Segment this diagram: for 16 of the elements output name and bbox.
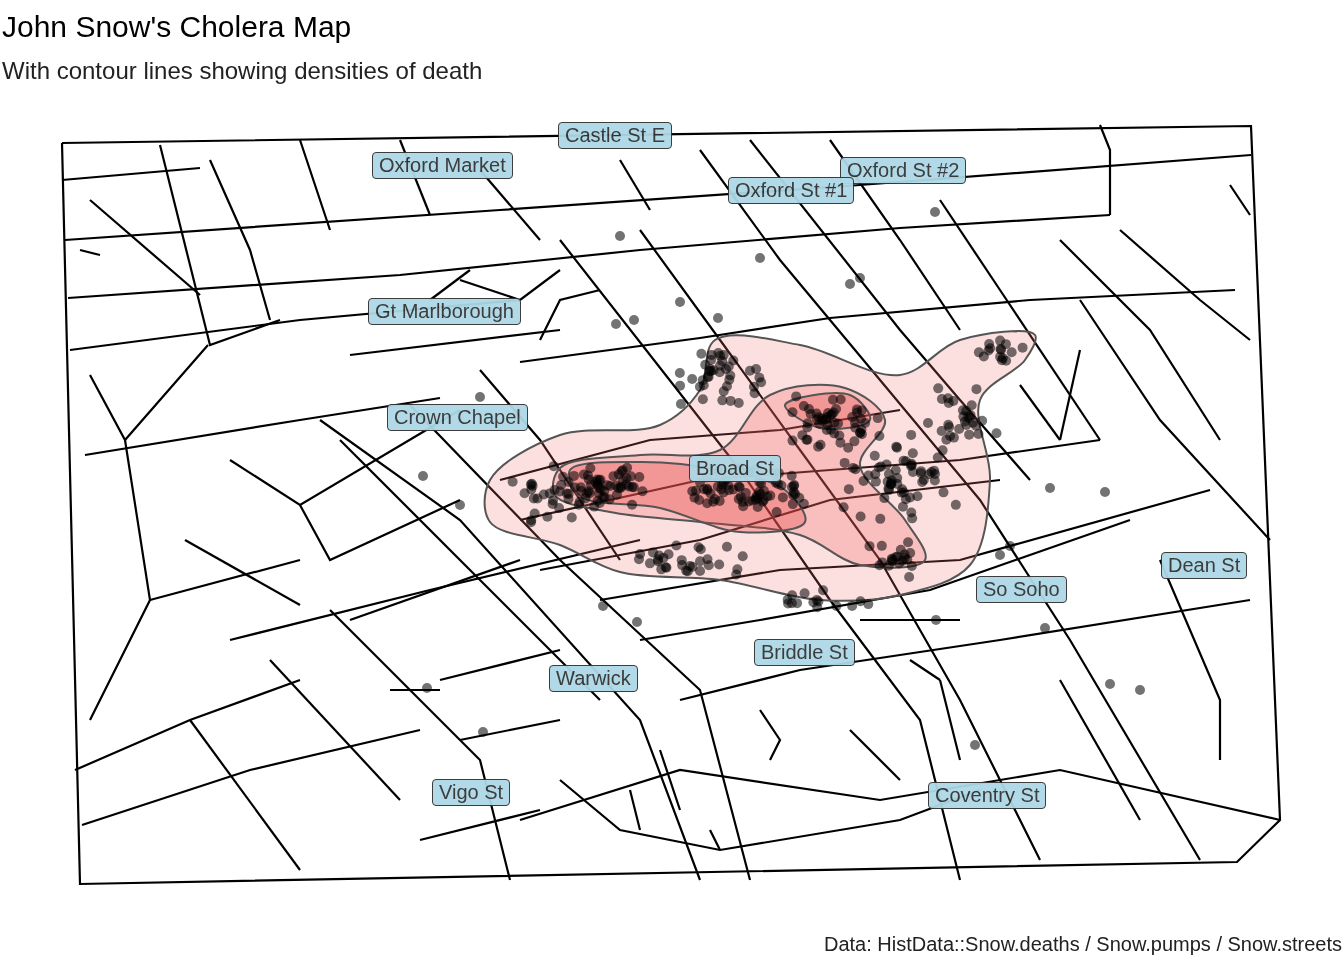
chart-title: John Snow's Cholera Map <box>2 10 352 44</box>
pump-label: Coventry St <box>928 782 1047 809</box>
pump-label: Oxford St #2 <box>840 157 967 184</box>
pump-label: Gt Marlborough <box>368 298 521 325</box>
pump-label: Castle St E <box>558 122 673 149</box>
pump-label: Broad St <box>689 455 781 482</box>
pump-label: Warwick <box>549 665 638 692</box>
pump-label: Dean St <box>1161 552 1248 579</box>
pump-label: Vigo St <box>432 779 511 806</box>
pump-label: Crown Chapel <box>387 404 528 431</box>
pump-label: So Soho <box>976 576 1067 603</box>
chart-subtitle: With contour lines showing densities of death <box>2 57 483 85</box>
pump-label: Briddle St <box>754 639 855 666</box>
source-caption: Data: HistData::Snow.deaths / Snow.pumps / Snow.streets <box>823 933 1342 956</box>
pump-label: Oxford St #1 <box>728 177 855 204</box>
pump-label: Oxford Market <box>372 152 513 179</box>
